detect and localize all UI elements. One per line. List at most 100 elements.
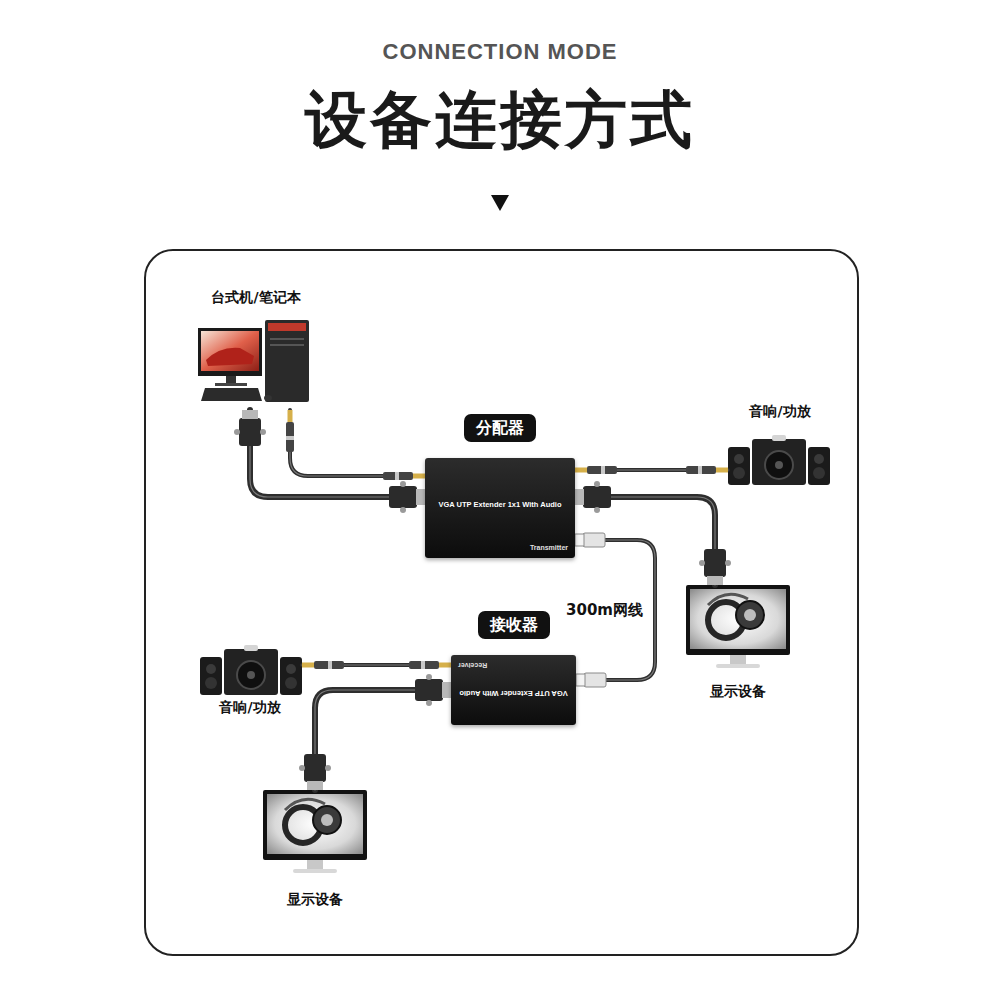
plug-body [239,418,261,446]
device-model-text: VGA UTP Extender 1x1 With Audio [438,500,561,510]
plug-tip [413,474,425,479]
figure-caption: 显示设备 [664,682,812,700]
plug-screw [725,560,731,566]
vga-plug [699,549,731,585]
plug-metal [575,489,584,505]
pc-base [215,383,247,386]
plug-screw [325,765,331,771]
pc-monitor [198,328,262,376]
plug-tip [575,468,587,473]
pc-screen [201,331,259,371]
plug-screw [234,429,240,435]
plug-tip [439,663,451,668]
plug-metal [242,410,258,419]
plug-body [704,549,726,577]
plug-band [286,436,294,440]
plug-band [601,466,605,474]
pc-tower [265,320,309,402]
plug-screw [594,507,600,513]
device-role-tag: Transmitter [530,543,568,552]
plug-tip [302,663,314,668]
vga-plug [234,410,266,446]
plug-body [583,486,611,508]
extender-box: 接收器VGA UTP Extender With AudioReceiver [451,655,576,725]
device-figure: 显示设备 [260,790,370,908]
cable [575,466,728,474]
plug-tip [575,534,584,546]
plug-screw [400,481,406,487]
plug-band [395,472,399,480]
mouse [264,395,272,401]
plug-screw [260,429,266,435]
plug-body [383,472,413,480]
plug-body [686,466,716,474]
desktop-computer [198,320,309,402]
plug-band [698,466,702,474]
plug-metal [442,682,451,698]
extender-box: 分配器VGA UTP Extender 1x1 With AudioTransm… [425,458,575,558]
plug-body [584,673,606,687]
plug-band [421,661,425,669]
cable-length-label: 300m网线 [564,600,645,620]
cable-outer [250,410,425,497]
plug-metal [307,781,323,790]
device-figure: 音响/功放 [198,643,302,716]
cable [299,674,451,790]
device-figure: 台式机/笔记本 [195,288,317,410]
cable [286,410,425,480]
figure-caption: 音响/功放 [178,698,322,716]
plug-body [389,486,417,508]
keyboard [201,388,262,401]
pc-tower-stripe [268,323,306,331]
plug-body [304,754,326,782]
plug-body [286,422,294,452]
frame-border [145,250,858,955]
rj45-plug [575,533,605,547]
plug-band [328,661,332,669]
rj45-plug [576,673,606,687]
vga-plug [415,674,451,706]
figure-caption: 台式机/笔记本 [175,288,337,306]
plug-body [409,661,439,669]
plug-screw [699,560,705,566]
plug-metal [416,489,425,505]
vga-plug [389,481,425,513]
down-triangle [491,195,509,211]
plug-screw [426,700,432,706]
vga-plug [575,481,611,513]
device-badge: 分配器 [464,414,536,442]
plug-screw [400,507,406,513]
cable-shine [290,410,425,476]
display-monitor [686,585,790,668]
cable [302,661,451,669]
figure-caption: 显示设备 [240,890,390,908]
speaker-set [200,645,302,695]
audio-plug [575,466,617,474]
device-face: VGA UTP Extender 1x1 With AudioTransmitt… [425,458,575,558]
plug-tip [716,468,728,473]
plug-screw [299,765,305,771]
pc-tower-bay [270,344,304,346]
device-role-tag: Receiver [458,661,487,670]
pc-tower-bay [270,338,304,340]
device-figure: 显示设备 [684,585,792,700]
plug-tip [576,674,585,686]
plug-tip [288,410,293,422]
plug-screw [426,674,432,680]
cable [234,410,425,513]
plug-screw [594,481,600,487]
cable-shine [250,410,425,497]
screen-car [206,348,254,366]
device-face: VGA UTP Extender With Audio Receiver [451,655,576,725]
plug-body [587,466,617,474]
cable-shine [315,690,451,790]
cable-outer [290,410,425,476]
subtitle-label: CONNECTION MODE [0,38,1000,66]
plug-body [314,661,344,669]
device-model-text: VGA UTP Extender With Audio [459,688,567,698]
audio-plug [286,410,294,452]
audio-plug [302,661,344,669]
plug-metal [707,576,723,585]
audio-plug [686,466,728,474]
